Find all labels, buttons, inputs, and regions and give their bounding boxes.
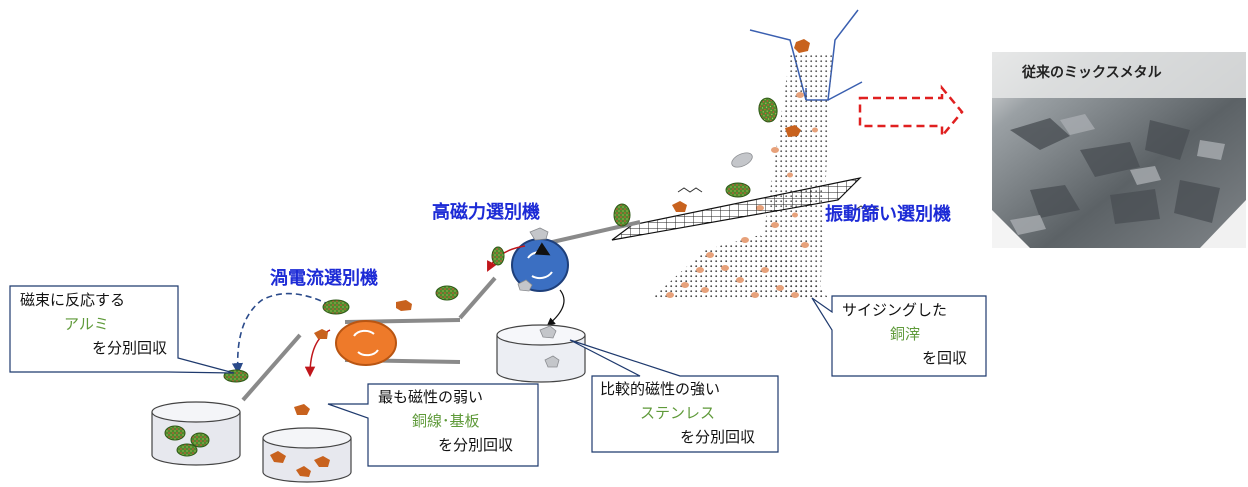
material-stream <box>760 55 832 300</box>
callout-copper-wire-line1: 最も磁性の弱い <box>378 388 484 406</box>
callout-slag-box <box>811 295 987 377</box>
callout-aluminum-line1: 磁束に反応する <box>20 291 126 309</box>
callout-slag-line1: サイジングした <box>842 301 948 319</box>
copper-wire-bin <box>262 427 352 483</box>
red-dashed-arrow <box>858 84 964 140</box>
callout-stainless-line2: ステンレス <box>640 404 716 422</box>
callout-copper-wire-line2: 銅線･基板 <box>412 412 480 430</box>
callout-aluminum-box <box>9 285 235 374</box>
callout-copper-wire-line3: を分別回収 <box>438 436 514 454</box>
aluminum-chute <box>241 333 302 402</box>
callout-stainless-box <box>569 339 779 453</box>
callout-slag-line2: 銅滓 <box>890 325 921 343</box>
callout-slag-line3: を回収 <box>922 349 968 367</box>
aluminum-trajectory <box>231 292 331 375</box>
callout-aluminum-line3: を分別回収 <box>92 339 168 357</box>
callout-stainless-line1: 比較的磁性の強い <box>600 380 721 398</box>
stainless-chute <box>458 276 497 320</box>
stainless-bin <box>496 324 586 383</box>
label-vibrating-screen-separator: 振動篩い選別機 <box>825 204 951 225</box>
vibrating-screen <box>611 177 880 241</box>
magnetic-drum <box>511 238 569 292</box>
copper-particles <box>270 39 810 477</box>
callout-copper-wire-box <box>327 383 539 467</box>
eddy-current-conveyor <box>335 318 461 366</box>
slag-pile <box>650 235 830 300</box>
label-eddy-current-separator: 渦電流選別機 <box>270 268 378 289</box>
label-magnetic-separator: 高磁力選別機 <box>432 202 540 223</box>
stainless-particles <box>517 152 753 368</box>
mixed-metal-photo <box>992 52 1246 248</box>
callout-aluminum-line2: アルミ <box>64 315 109 333</box>
stainless-drop-arrow <box>546 289 565 327</box>
callout-stainless-line3: を分別回収 <box>680 428 756 446</box>
photo-title: 従来のミックスメタル <box>1022 65 1162 81</box>
